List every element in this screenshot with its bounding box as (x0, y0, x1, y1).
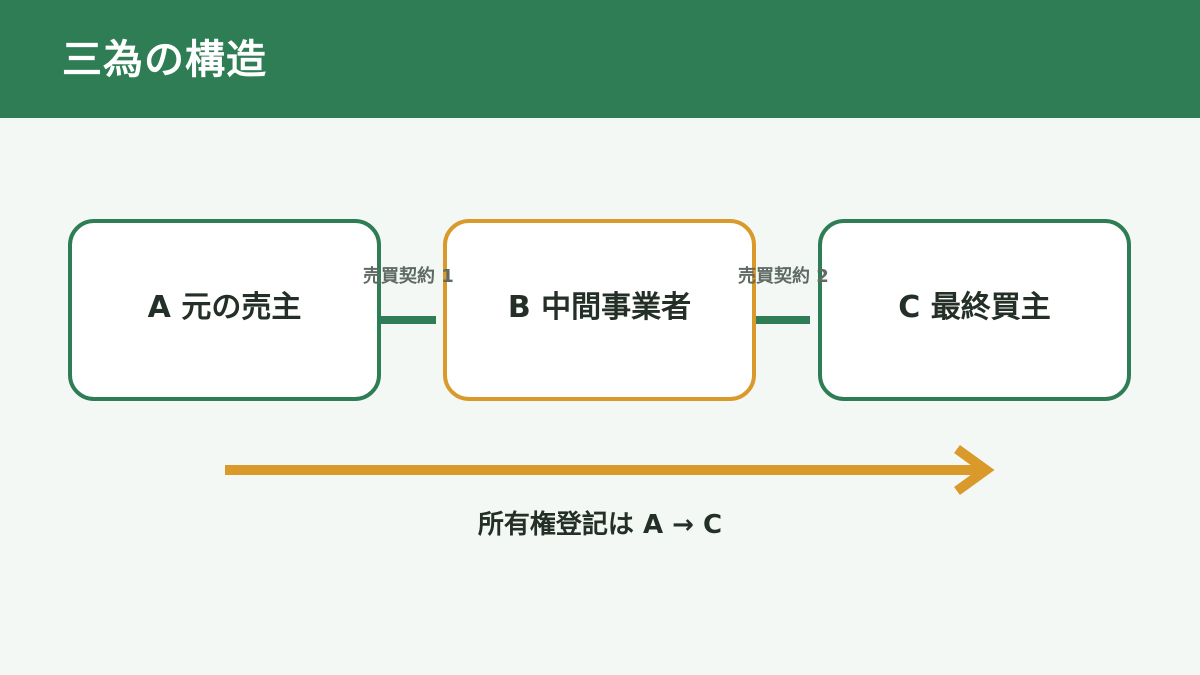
party-c-box: C 最終買主 (818, 219, 1131, 401)
party-a-label: A 元の売主 (147, 290, 302, 325)
contract-1-connector (381, 316, 436, 324)
party-b-box: B 中間事業者 (443, 219, 756, 401)
party-b-label: B 中間事業者 (507, 290, 692, 325)
contract-2-label: 売買契約 2 (738, 266, 829, 287)
registration-arrow (225, 444, 995, 496)
registration-label: 所有権登記は A → C (477, 510, 723, 540)
page-title: 三為の構造 (62, 37, 267, 83)
contract-1-label: 売買契約 1 (363, 266, 454, 287)
header-bar: 三為の構造 (0, 0, 1200, 118)
contract-2-connector (756, 316, 810, 324)
party-c-label: C 最終買主 (898, 290, 1051, 325)
registration-arrow-head (954, 444, 995, 496)
party-a-box: A 元の売主 (68, 219, 381, 401)
